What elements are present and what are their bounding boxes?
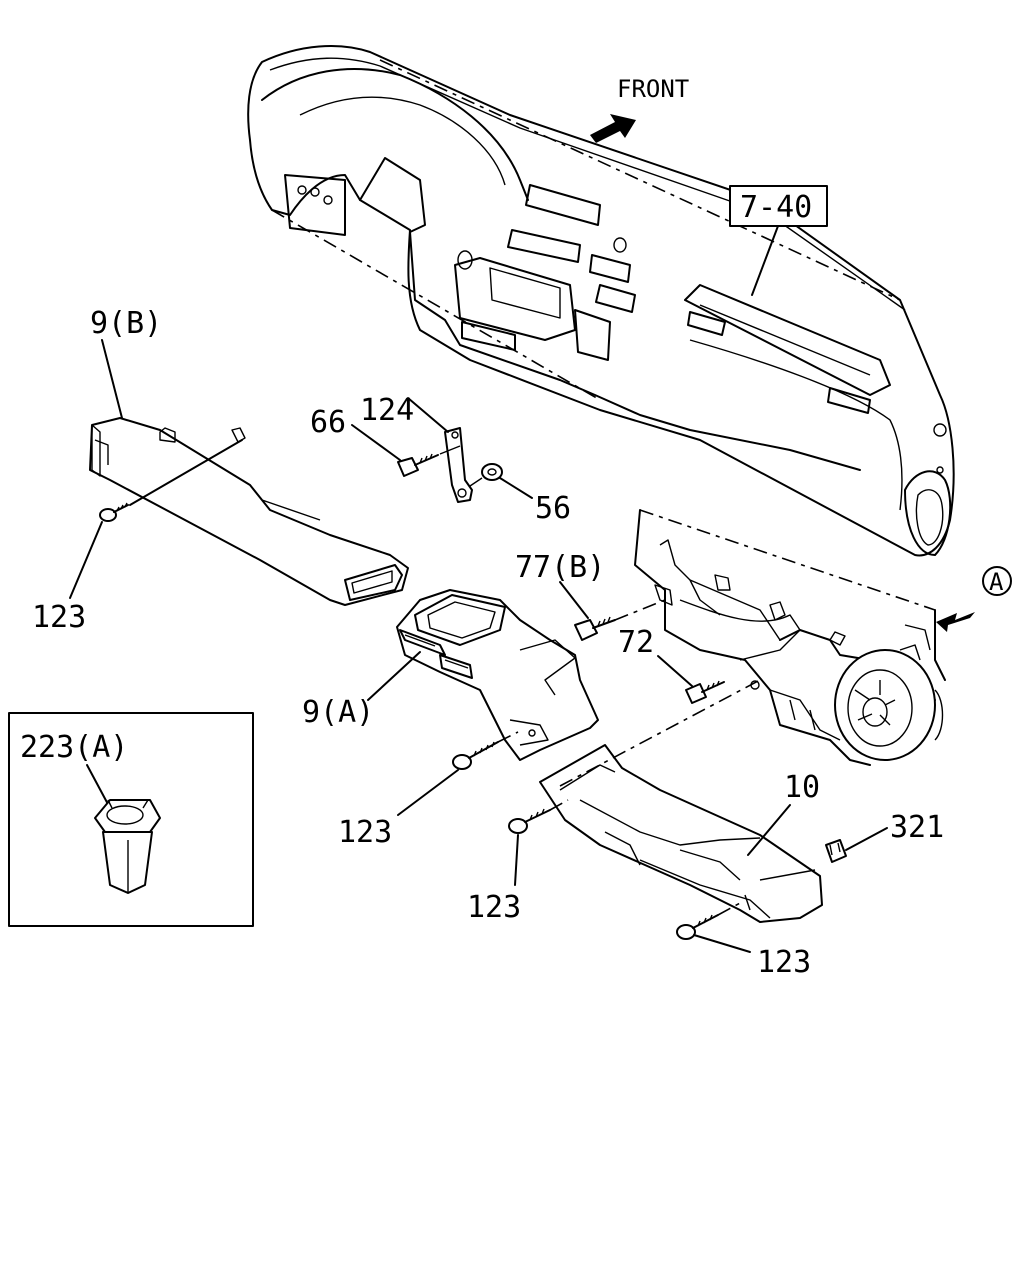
label-9a: 9(A) (302, 695, 374, 730)
view-a-marker: A (936, 566, 1012, 632)
front-indicator: FRONT (590, 75, 689, 143)
front-label: FRONT (617, 75, 689, 103)
inset-223a: 223(A) (8, 712, 254, 927)
front-arrow-icon (590, 114, 636, 143)
nut-56 (469, 463, 503, 487)
label-66: 66 (310, 405, 346, 440)
reference-label: 7-40 (740, 190, 812, 225)
label-10: 10 (784, 770, 820, 805)
bolt-72 (685, 680, 725, 704)
duct-9b (89, 417, 409, 606)
view-arrow-icon (936, 612, 975, 632)
bolt-66 (397, 453, 439, 477)
label-72: 72 (618, 625, 654, 660)
instrument-panel (247, 45, 955, 557)
label-123-right: 123 (757, 945, 811, 980)
view-a-label: A (989, 568, 1004, 596)
bracket-124 (444, 427, 473, 503)
label-124: 124 (360, 393, 414, 428)
label-123-low: 123 (467, 890, 521, 925)
clip-321 (825, 839, 847, 863)
label-123-mid: 123 (338, 815, 392, 850)
heater-unit (634, 509, 946, 766)
screw-123-right (676, 901, 743, 940)
label-123-left: 123 (32, 600, 86, 635)
label-321: 321 (890, 810, 944, 845)
screw-123-mid (452, 731, 519, 770)
bolt-77b (574, 599, 666, 641)
screw-123-left (99, 502, 129, 522)
label-223a: 223(A) (20, 730, 128, 765)
reference-box: 7-40 (729, 185, 828, 296)
duct-9a (396, 589, 599, 761)
label-77b: 77(B) (515, 550, 605, 585)
duct-10 (539, 679, 823, 923)
label-56: 56 (535, 491, 571, 526)
screw-123-low (508, 799, 569, 834)
label-9b: 9(B) (90, 306, 162, 341)
